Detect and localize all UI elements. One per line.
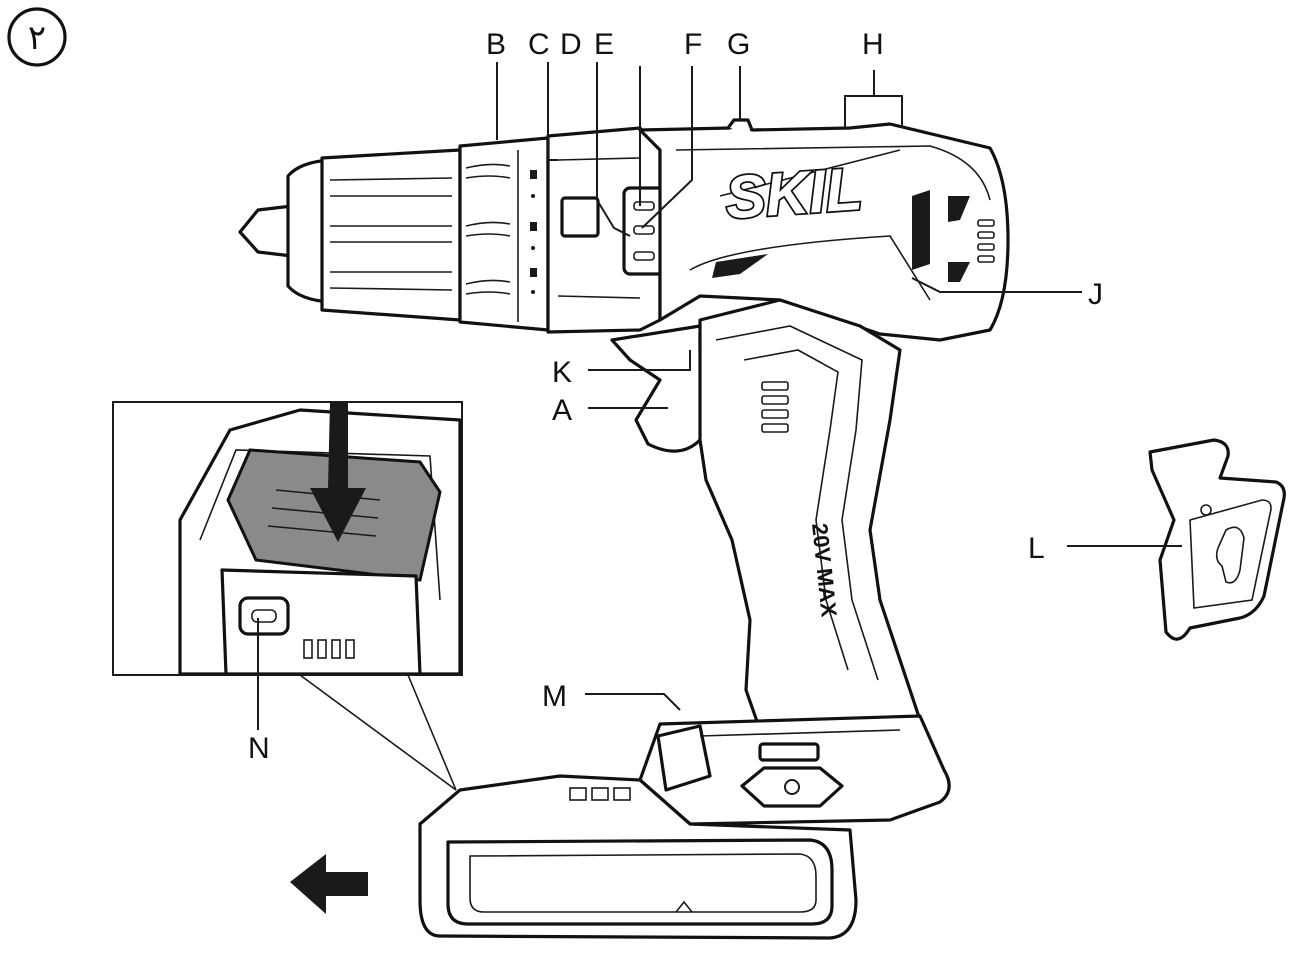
battery-indicator-inset	[112, 401, 463, 791]
gear-selector	[622, 186, 666, 276]
label-F: F	[684, 28, 702, 61]
brand-logo: SKIL	[723, 155, 864, 231]
mode-selector-window	[560, 196, 600, 238]
label-K: K	[552, 356, 572, 389]
part-labels: B C D E F G H J K A L M N	[248, 28, 1103, 765]
label-E: E	[594, 28, 614, 61]
leader-lines	[257, 62, 1182, 730]
charge-indicator-button	[238, 596, 290, 636]
figure-number-badge: ٢	[7, 7, 67, 67]
figure-number: ٢	[28, 18, 46, 58]
label-J: J	[1088, 278, 1103, 311]
down-arrow-icon	[310, 402, 366, 542]
label-G: G	[727, 28, 750, 61]
drill-illustration: SKIL 20V MAX	[238, 118, 1010, 940]
left-arrow-icon	[290, 854, 368, 914]
label-B: B	[486, 28, 506, 61]
label-A: A	[552, 394, 572, 427]
label-N: N	[248, 732, 270, 765]
trigger	[610, 324, 712, 453]
label-L: L	[1028, 532, 1045, 565]
label-C: C	[528, 28, 550, 61]
belt-clip	[1148, 438, 1286, 641]
label-M: M	[542, 680, 567, 713]
battery-release-latch	[740, 766, 844, 808]
vent-slots	[712, 190, 970, 282]
label-D: D	[560, 28, 582, 61]
label-H: H	[862, 28, 884, 61]
